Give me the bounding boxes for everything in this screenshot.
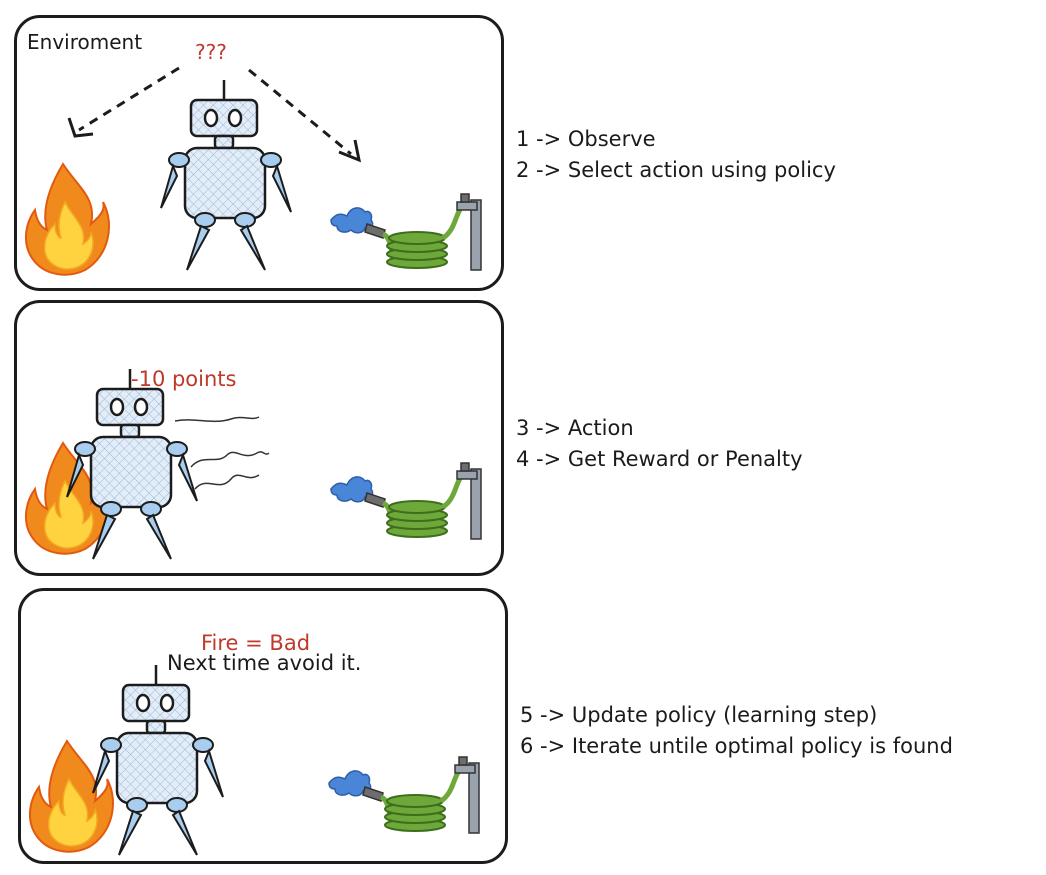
arrow-icon bbox=[67, 66, 362, 163]
reward-label: -10 points bbox=[131, 367, 237, 391]
water-hose-icon bbox=[331, 194, 491, 274]
water-hose-icon bbox=[331, 463, 491, 543]
robot-icon bbox=[91, 663, 225, 857]
water-hose-icon bbox=[329, 757, 489, 837]
step-observe: 1 -> Observe bbox=[516, 127, 656, 151]
panel-observe: Enviroment ??? bbox=[14, 15, 504, 291]
question-mark-label: ??? bbox=[195, 40, 227, 64]
step-reward: 4 -> Get Reward or Penalty bbox=[516, 447, 803, 471]
step-action: 3 -> Action bbox=[516, 416, 634, 440]
steps-group-3: 5 -> Update policy (learning step) 6 -> … bbox=[520, 700, 953, 762]
panel-action: -10 points bbox=[14, 300, 504, 576]
step-update-policy: 5 -> Update policy (learning step) bbox=[520, 703, 878, 727]
lesson-text: Next time avoid it. bbox=[167, 651, 362, 675]
step-iterate: 6 -> Iterate untile optimal policy is fo… bbox=[520, 734, 953, 758]
robot-icon bbox=[159, 78, 293, 272]
steps-group-2: 3 -> Action 4 -> Get Reward or Penalty bbox=[516, 413, 803, 475]
panel-update: Fire = Bad Next time avoid it. bbox=[18, 588, 508, 864]
motion-lines-icon bbox=[174, 416, 270, 490]
step-select-action: 2 -> Select action using policy bbox=[516, 158, 836, 182]
lesson-title: Fire = Bad bbox=[201, 631, 311, 655]
steps-group-1: 1 -> Observe 2 -> Select action using po… bbox=[516, 124, 836, 186]
fire-icon bbox=[24, 163, 111, 276]
environment-title: Enviroment bbox=[27, 30, 143, 54]
